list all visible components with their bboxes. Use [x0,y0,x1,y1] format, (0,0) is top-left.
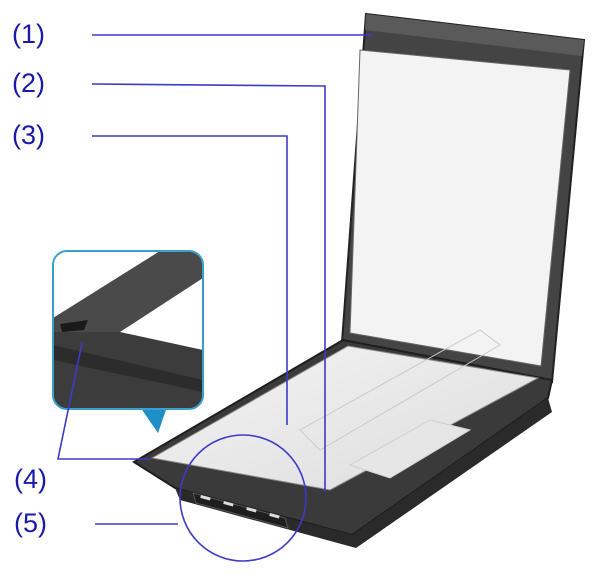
callout-line-4 [57,342,150,460]
callout-line-3 [92,135,288,425]
alignment-mark-icon [60,320,88,332]
document-cover [340,12,586,384]
label-1: (1) [12,19,45,49]
operation-panel-highlight-circle [179,434,307,562]
operation-panel [192,492,289,529]
alignment-mark-inset [52,250,204,433]
label-5: (5) [14,508,47,538]
label-2: (2) [12,68,45,98]
label-3: (3) [12,120,45,150]
platen-glass [150,345,540,491]
label-4: (4) [14,464,47,494]
callout-line-2 [91,83,326,492]
scanner-base [132,329,554,548]
callout-lines [57,34,372,562]
